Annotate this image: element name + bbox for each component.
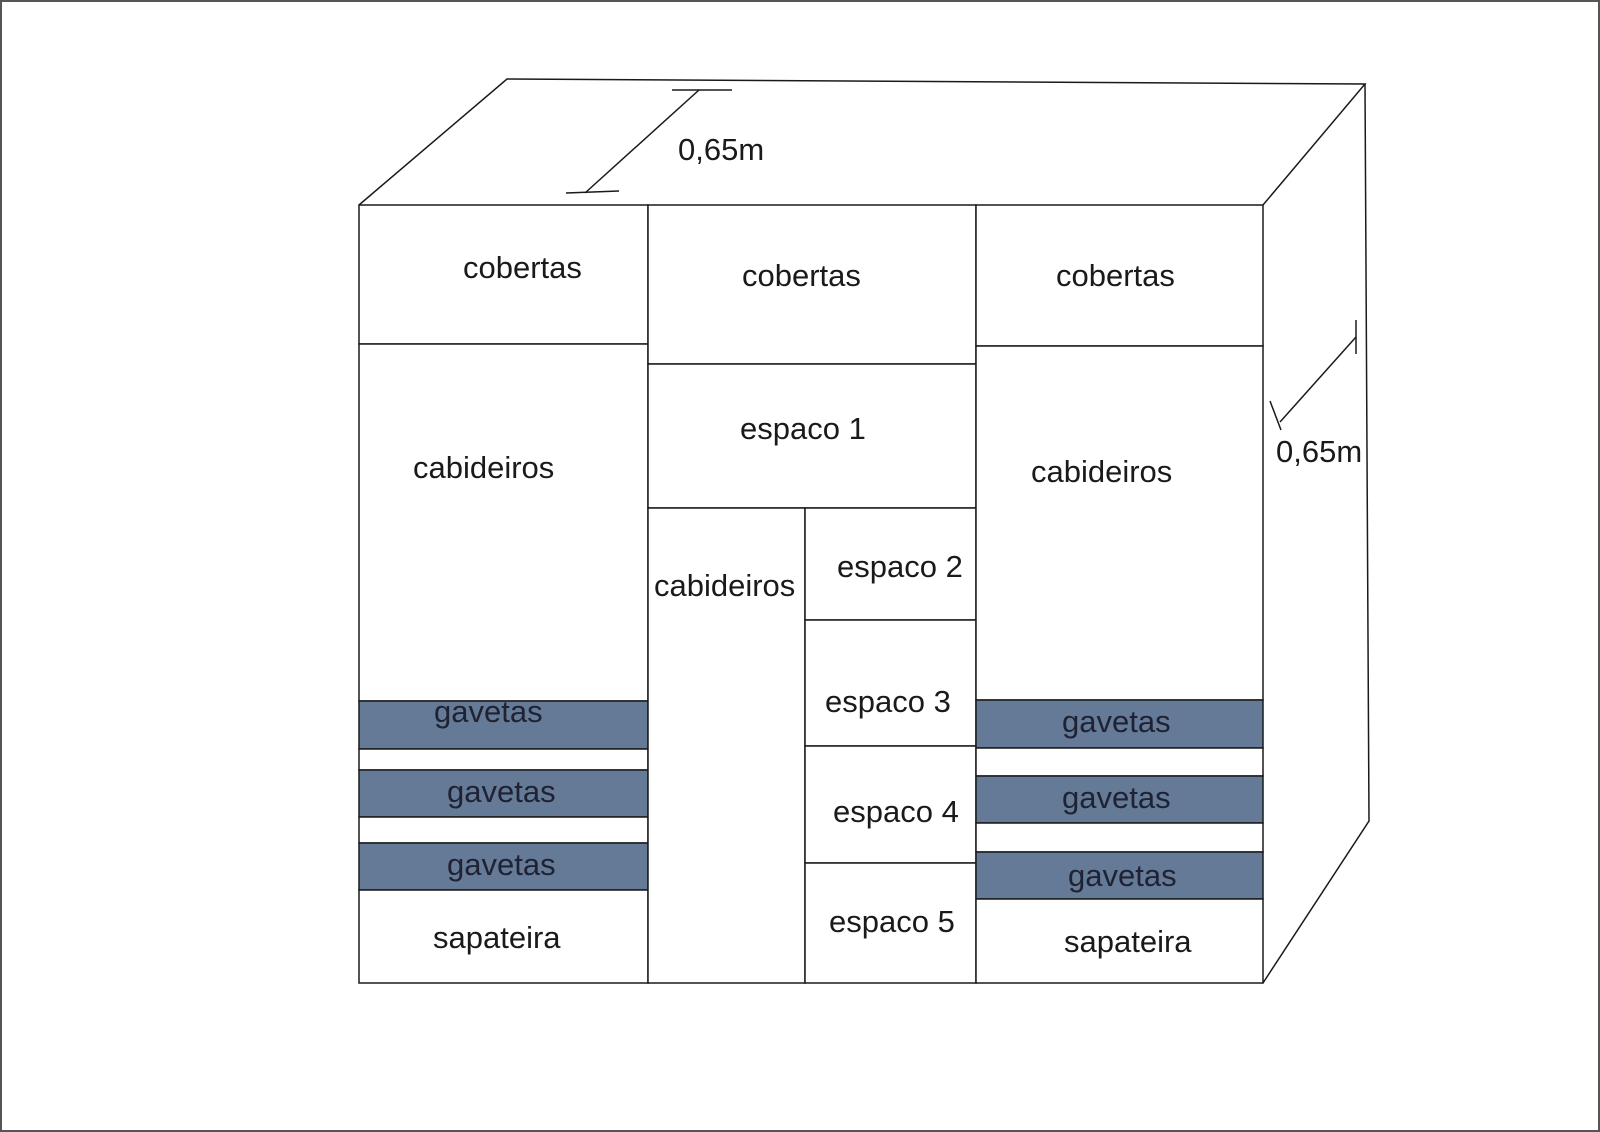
space-1-label: espaco 1 [740, 411, 866, 446]
side-face-outline [1262, 83, 1370, 984]
left-gap-2 [358, 816, 649, 844]
right-shoe-rack [975, 898, 1264, 984]
right-gap-1 [975, 747, 1264, 777]
left-shoe-rack-label: sapateira [433, 920, 561, 955]
space-5-label: espaco 5 [829, 904, 955, 939]
middle-blankets-compartment [647, 204, 977, 365]
right-gap-2 [975, 822, 1264, 853]
left-shoe-rack [358, 889, 649, 984]
side-depth-label: 0,65m [1276, 434, 1362, 469]
space-3-compartment [804, 619, 977, 747]
left-blankets-label: cobertas [463, 250, 582, 285]
left-drawer-2-label: gavetas [447, 774, 556, 809]
top-face-outline [358, 78, 1367, 206]
space-3-label: espaco 3 [825, 684, 951, 719]
right-hanging-label: cabideiros [1031, 454, 1172, 489]
left-column: cobertas cabideiros gavetas gavetas gave… [358, 204, 649, 984]
left-hanging-label: cabideiros [413, 450, 554, 485]
left-drawer-3-label: gavetas [447, 847, 556, 882]
middle-hanging-label: cabideiros [654, 568, 795, 603]
space-2-label: espaco 2 [837, 549, 963, 584]
right-drawer-3-label: gavetas [1068, 858, 1177, 893]
right-drawer-1-label: gavetas [1062, 704, 1171, 739]
middle-blankets-label: cobertas [742, 258, 861, 293]
space-4-compartment [804, 745, 977, 864]
right-drawer-2-label: gavetas [1062, 780, 1171, 815]
left-gap-1 [358, 748, 649, 771]
right-hanging-compartment [975, 345, 1264, 701]
right-drawer-3 [975, 851, 1264, 900]
left-drawer-1 [358, 700, 649, 750]
middle-column: cobertas espaco 1 cabideiros espaco 2 es… [647, 204, 977, 984]
space-5-compartment [804, 862, 977, 984]
left-drawer-1-label: gavetas [434, 694, 543, 729]
middle-hanging-compartment [647, 507, 806, 984]
space-2-compartment [804, 507, 977, 621]
right-column: cobertas cabideiros gavetas gavetas gave… [975, 204, 1264, 984]
right-blankets-label: cobertas [1056, 258, 1175, 293]
top-depth-label: 0,65m [678, 132, 764, 167]
top-depth-dimension: 0,65m [565, 89, 764, 194]
wardrobe-3d-outline [358, 78, 1370, 984]
space-1-compartment [647, 363, 977, 509]
right-shoe-rack-label: sapateira [1064, 924, 1192, 959]
left-hanging-compartment [358, 343, 649, 702]
space-4-label: espaco 4 [833, 794, 959, 829]
side-depth-dimension: 0,65m [1269, 320, 1362, 469]
right-drawer-2 [975, 775, 1264, 824]
